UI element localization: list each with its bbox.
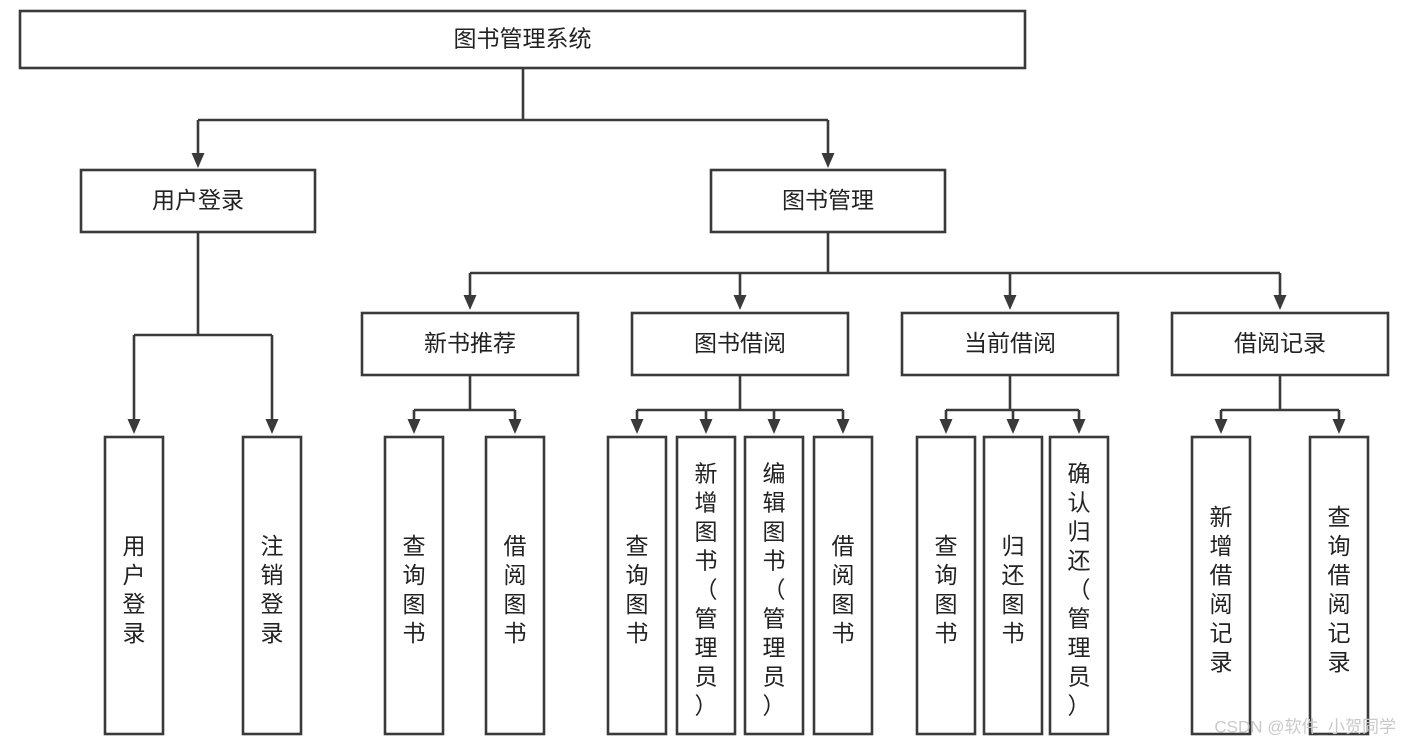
arrow-head-icon (836, 419, 850, 434)
node-fn-user-login[interactable]: 用户登录 (103, 435, 165, 736)
node-box-user-login[interactable] (79, 168, 317, 234)
node-label-fn-current-query: 查询图书 (935, 533, 958, 646)
node-box-fn-record-add[interactable] (1190, 435, 1252, 736)
node-box-fn-record-query[interactable] (1308, 435, 1370, 736)
node-box-fn-current-query[interactable] (915, 435, 977, 736)
arrow-head-icon (767, 419, 781, 434)
node-fn-borrow-query[interactable]: 查询图书 (606, 435, 668, 736)
connector-layer (127, 68, 1346, 434)
arrow-head-icon (127, 419, 141, 434)
arrow-head-icon (630, 419, 644, 434)
arrow-head-icon (1214, 419, 1228, 434)
node-new-book-rec[interactable]: 新书推荐 (360, 311, 580, 377)
node-box-root[interactable] (18, 9, 1027, 70)
node-borrow-record[interactable]: 借阅记录 (1170, 311, 1390, 377)
node-fn-borrow-edit[interactable]: 编辑图书（管理员） (743, 435, 805, 736)
node-label-fn-user-logout: 注销登录 (261, 533, 284, 646)
node-label-new-book-rec: 新书推荐 (424, 330, 516, 356)
node-box-fn-borrow-query[interactable] (606, 435, 668, 736)
node-label-fn-rec-borrow: 借阅图书 (504, 533, 527, 646)
arrow-head-icon (1273, 295, 1287, 310)
node-box-fn-borrow-add[interactable] (675, 435, 737, 736)
arrow-head-icon (1003, 295, 1017, 310)
node-user-login[interactable]: 用户登录 (79, 168, 317, 234)
node-box-fn-rec-query[interactable] (383, 435, 445, 736)
node-fn-current-confirm[interactable]: 确认归还（管理员） (1048, 435, 1110, 736)
connector-e-rec-bus (407, 375, 522, 434)
node-fn-current-return[interactable]: 归还图书 (982, 435, 1044, 736)
node-label-fn-borrow-add: 新增图书（管理员） (695, 461, 718, 719)
arrow-head-icon (1006, 419, 1020, 434)
node-label-fn-borrow-do: 借阅图书 (832, 533, 855, 646)
node-label-current-borrow: 当前借阅 (964, 330, 1056, 356)
arrow-head-icon (733, 295, 747, 310)
node-label-book-manage: 图书管理 (782, 187, 874, 213)
arrow-head-icon (407, 419, 421, 434)
node-label-fn-user-login: 用户登录 (123, 533, 146, 646)
node-current-borrow[interactable]: 当前借阅 (900, 311, 1120, 377)
node-label-fn-rec-query: 查询图书 (403, 533, 426, 646)
arrow-head-icon (191, 153, 205, 168)
arrow-head-icon (699, 419, 713, 434)
node-label-fn-record-add: 新增借阅记录 (1210, 504, 1233, 675)
node-fn-borrow-do[interactable]: 借阅图书 (812, 435, 874, 736)
node-label-fn-borrow-edit: 编辑图书（管理员） (763, 461, 786, 719)
arrow-head-icon (265, 419, 279, 434)
node-label-fn-current-return: 归还图书 (1002, 533, 1025, 646)
node-fn-rec-borrow[interactable]: 借阅图书 (484, 435, 546, 736)
node-box-fn-user-logout[interactable] (241, 435, 303, 736)
node-layer: 图书管理系统用户登录图书管理新书推荐图书借阅当前借阅借阅记录用户登录注销登录查询… (18, 9, 1390, 736)
arrow-head-icon (463, 295, 477, 310)
arrow-head-icon (508, 419, 522, 434)
node-fn-borrow-add[interactable]: 新增图书（管理员） (675, 435, 737, 736)
node-book-manage[interactable]: 图书管理 (709, 168, 947, 234)
connector-e-manage-bus (463, 232, 1287, 310)
node-box-book-borrow[interactable] (630, 311, 850, 377)
node-box-fn-borrow-do[interactable] (812, 435, 874, 736)
node-box-book-manage[interactable] (709, 168, 947, 234)
node-label-user-login: 用户登录 (152, 187, 244, 213)
arrow-head-icon (1332, 419, 1346, 434)
connector-e-record-bus (1214, 375, 1346, 434)
node-label-book-borrow: 图书借阅 (694, 330, 786, 356)
node-fn-record-add[interactable]: 新增借阅记录 (1190, 435, 1252, 736)
node-box-fn-current-return[interactable] (982, 435, 1044, 736)
node-fn-current-query[interactable]: 查询图书 (915, 435, 977, 736)
node-box-fn-rec-borrow[interactable] (484, 435, 546, 736)
connector-e-current-bus (939, 375, 1086, 434)
node-label-fn-current-confirm: 确认归还（管理员） (1068, 461, 1091, 719)
arrow-head-icon (939, 419, 953, 434)
connector-e-login-bus (127, 232, 279, 434)
node-box-borrow-record[interactable] (1170, 311, 1390, 377)
node-label-fn-record-query: 查询借阅记录 (1328, 504, 1351, 675)
node-box-fn-user-login[interactable] (103, 435, 165, 736)
connector-e-borrow-bus (630, 375, 850, 434)
node-fn-record-query[interactable]: 查询借阅记录 (1308, 435, 1370, 736)
connector-e-root-bus (191, 68, 835, 168)
node-label-root: 图书管理系统 (454, 26, 592, 52)
node-fn-rec-query[interactable]: 查询图书 (383, 435, 445, 736)
node-box-fn-current-confirm[interactable] (1048, 435, 1110, 736)
node-box-fn-borrow-edit[interactable] (743, 435, 805, 736)
node-box-current-borrow[interactable] (900, 311, 1120, 377)
node-book-borrow[interactable]: 图书借阅 (630, 311, 850, 377)
node-fn-user-logout[interactable]: 注销登录 (241, 435, 303, 736)
csdn-watermark: CSDN @软件_小贺同学 (1214, 717, 1396, 736)
arrow-head-icon (821, 153, 835, 168)
arrow-head-icon (1072, 419, 1086, 434)
node-box-new-book-rec[interactable] (360, 311, 580, 377)
node-label-fn-borrow-query: 查询图书 (626, 533, 649, 646)
node-label-borrow-record: 借阅记录 (1234, 330, 1326, 356)
node-root[interactable]: 图书管理系统 (18, 9, 1027, 70)
